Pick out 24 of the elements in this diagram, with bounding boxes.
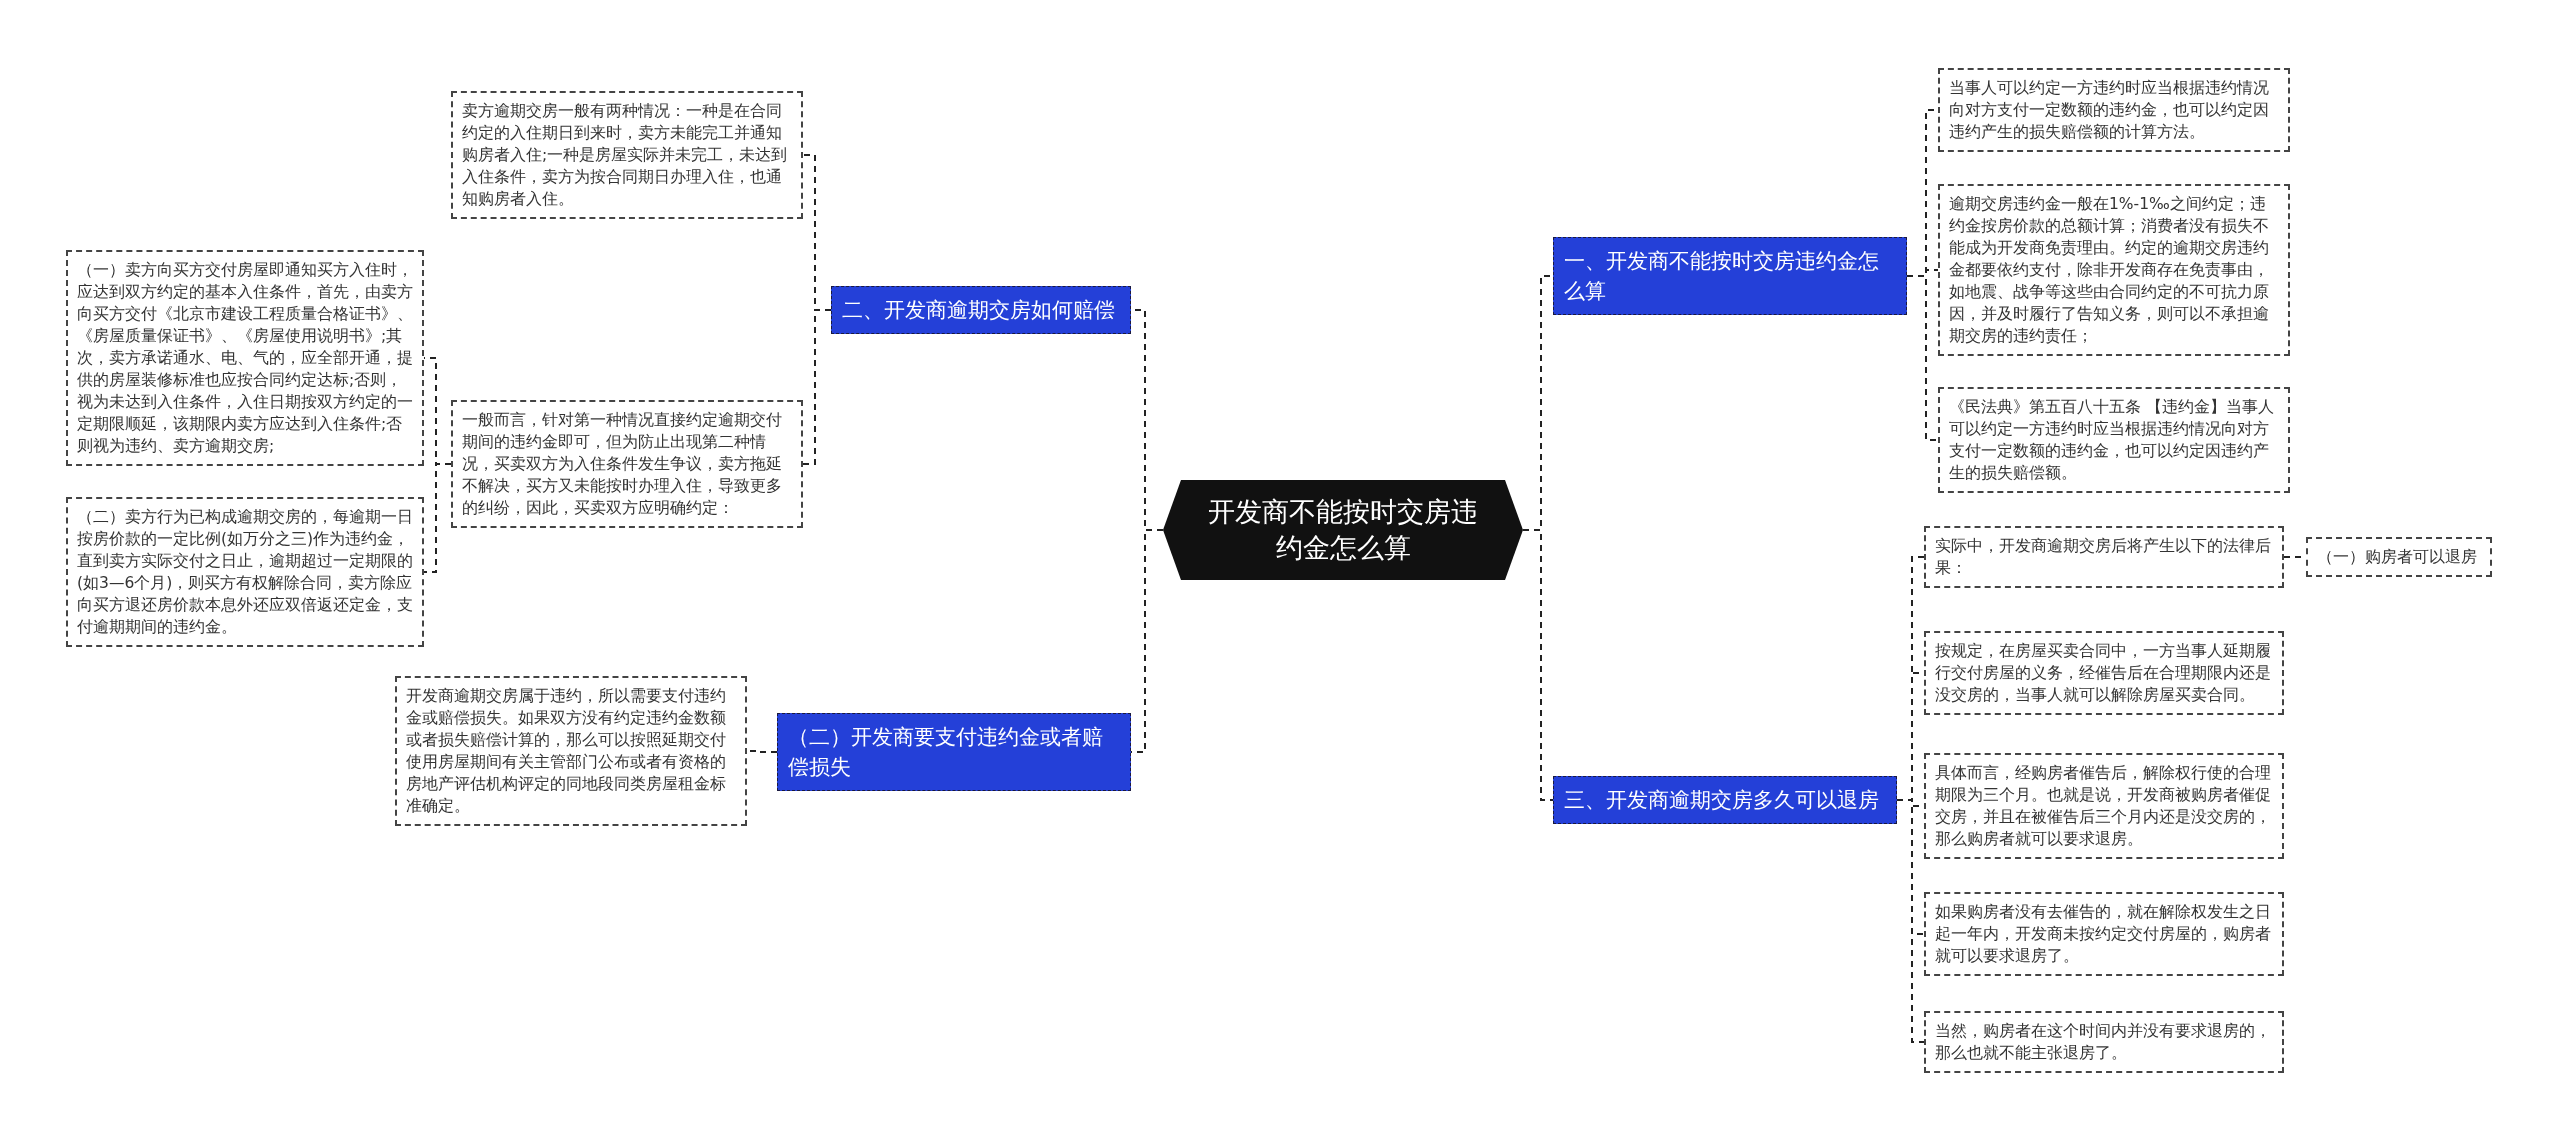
text-box: 当事人可以约定一方违约时应当根据违约情况向对方支付一定数额的违约金，也可以约定因违约产生的损失赔偿额的计算方法。 bbox=[1938, 68, 2290, 152]
text-box: 如果购房者没有去催告的，就在解除权发生之日起一年内，开发商未按约定交付房屋的，购房者就可以要求退房了。 bbox=[1924, 892, 2284, 976]
connector bbox=[423, 463, 452, 573]
topic-box: 二、开发商逾期交房如何赔偿 bbox=[831, 286, 1131, 334]
connector bbox=[1906, 275, 1939, 441]
text-box: 一般而言，针对第一种情况直接约定逾期交付期间的违约金即可，但为防止出现第二种情况，买卖双方为入住条件发生争议，卖方拖延不解决，买方又未能按时办理入住，导致更多的纠纷，因此，买卖双方应明确约定： bbox=[451, 400, 803, 528]
text-box: 逾期交房违约金一般在1%-1‰之间约定；违约金按房价款的总额计算；消费者没有损失不能成为开发商免责理由。约定的逾期交房违约金都要依约支付，除非开发商存在免责事由，如地震、战争等这些由合同约定的不可抗力原因，并及时履行了告知义务，则可以不承担逾期交房的违约责任； bbox=[1938, 184, 2290, 356]
text-box: 卖方逾期交房一般有两种情况：一种是在合同约定的入住期日到来时，卖方未能完工并通知购房者入住;一种是房屋实际并未完工，未达到入住条件，卖方为按合同期日办理入住，也通知购房者入住。 bbox=[451, 91, 803, 219]
text-box: （二）卖方行为已构成逾期交房的，每逾期一日按房价款的一定比例(如万分之三)作为违约金，直到卖方实际交付之日止，逾期超过一定期限的(如3—6个月)，则买方有权解除合同，卖方除应向买方退还房价款本息外还应双倍返还定金，支付逾期期间的违约金。 bbox=[66, 497, 424, 647]
text-box: 当然，购房者在这个时间内并没有要求退房的，那么也就不能主张退房了。 bbox=[1924, 1011, 2284, 1073]
connector bbox=[1896, 799, 1925, 1043]
topic-box: 三、开发商逾期交房多久可以退房 bbox=[1553, 776, 1897, 824]
text-box: 实际中，开发商逾期交房后将产生以下的法律后果： bbox=[1924, 526, 2284, 588]
connector bbox=[802, 309, 832, 465]
text-box: （一）卖方向买方交付房屋即通知买方入住时，应达到双方约定的基本入住条件，首先，由卖方向买方交付《北京市建设工程质量合格证书》、《房屋质量保证书》、《房屋使用说明书》;其次，卖方承诺通水、电、气的，应全部开通，提供的房屋装修标准也应按合同约定达标;否则，视为未达到入住条件，入住日期按双方约定的一定期限顺延，该期限内卖方应达到入住条件;否则视为违约、卖方逾期交房; bbox=[66, 250, 424, 466]
text-box: 开发商逾期交房属于违约，所以需要支付违约金或赔偿损失。如果双方没有约定违约金数额或者损失赔偿计算的，那么可以按照延期交付使用房屋期间有关主管部门公布或者有资格的房地产评估机构评定的同地段同类房屋租金标准确定。 bbox=[395, 676, 747, 826]
text-box: 具体而言，经购房者催告后，解除权行使的合理期限为三个月。也就是说，开发商被购房者催促交房，并且在被催告后三个月内还是没交房的，那么购房者就可以要求退房。 bbox=[1924, 753, 2284, 859]
connector bbox=[1522, 529, 1554, 801]
topic-box: （二）开发商要支付违约金或者赔偿损失 bbox=[777, 713, 1131, 791]
text-box: 按规定，在房屋买卖合同中，一方当事人延期履行交付房屋的义务，经催告后在合理期限内还是没交房的，当事人就可以解除房屋买卖合同。 bbox=[1924, 631, 2284, 715]
text-box: 《民法典》第五百八十五条 【违约金】当事人可以约定一方违约时应当根据违约情况向对方支付一定数额的违约金，也可以约定因违约产生的损失赔偿额。 bbox=[1938, 387, 2290, 493]
central-topic: 开发商不能按时交房违约金怎么算 bbox=[1163, 480, 1523, 580]
topic-box: 一、开发商不能按时交房违约金怎么算 bbox=[1553, 237, 1907, 315]
text-box: （一）购房者可以退房 bbox=[2306, 537, 2492, 577]
